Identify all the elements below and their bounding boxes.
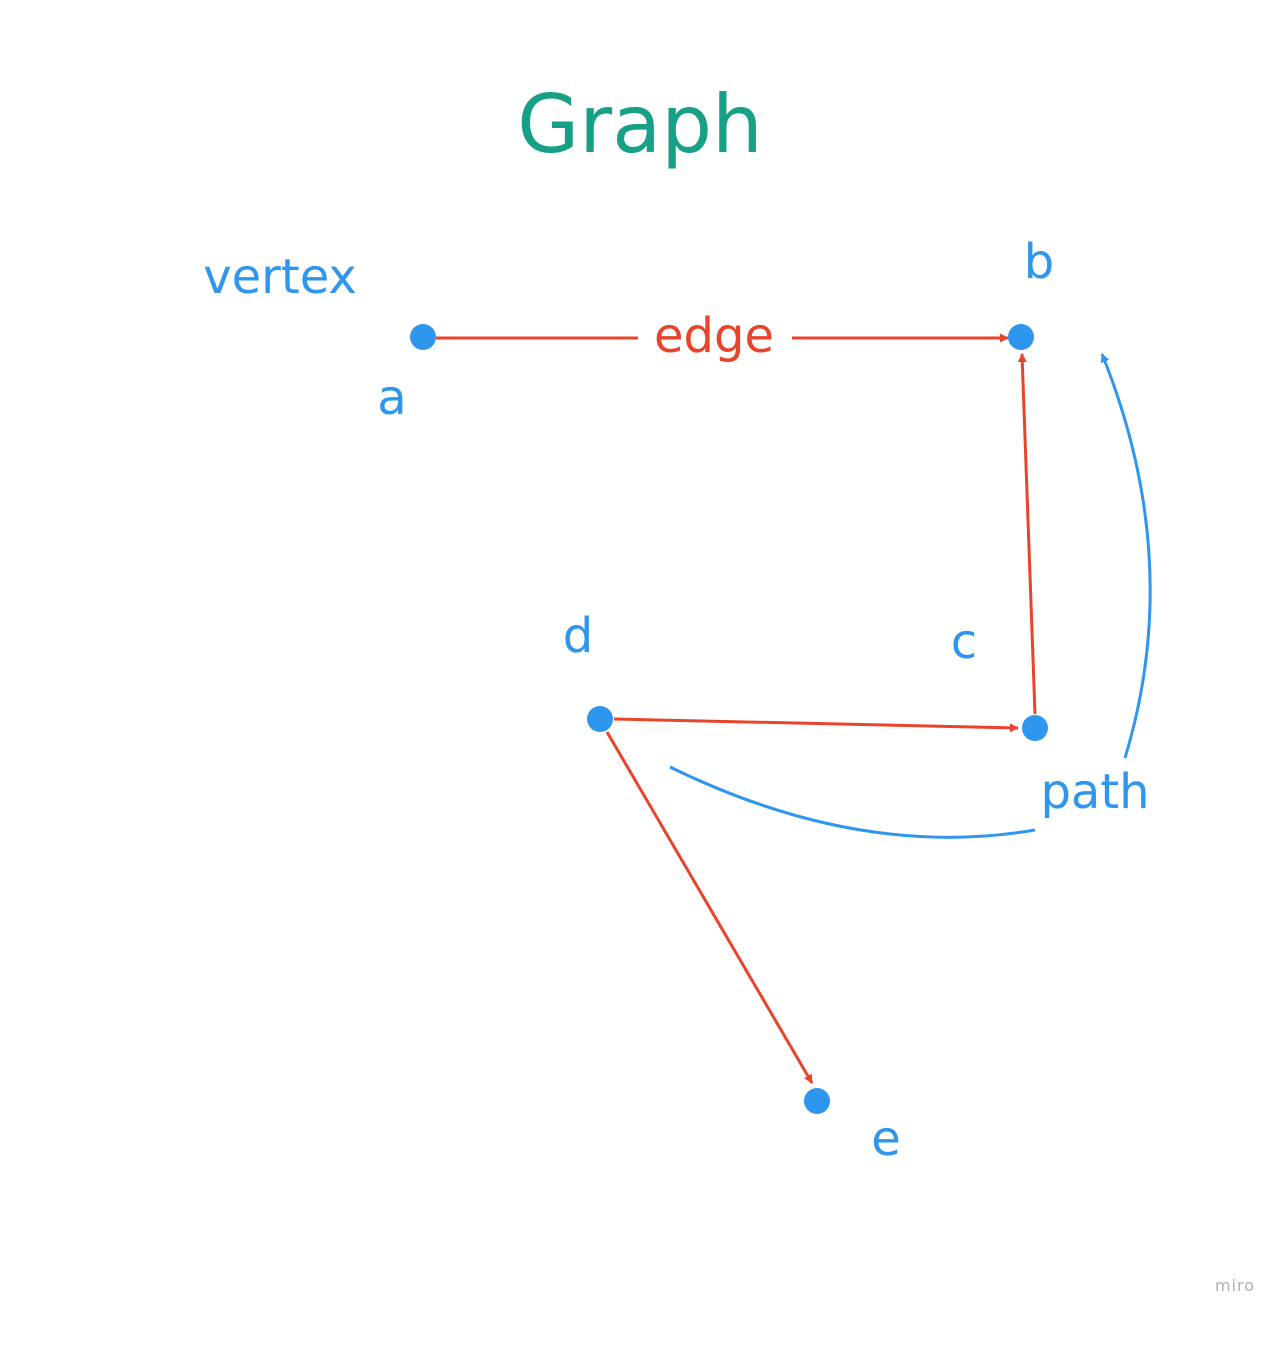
path-curve-lower <box>669 765 1036 839</box>
path-annotation: path <box>1040 764 1149 820</box>
path-curve-upper <box>1100 353 1152 759</box>
vertex-dot-b <box>1008 324 1034 350</box>
vertex-label-b: b <box>1024 234 1054 290</box>
node-d: d <box>563 608 613 732</box>
vertex-label-d: d <box>563 608 593 664</box>
node-b: b <box>1008 234 1054 350</box>
vertex-dot-a <box>410 324 436 350</box>
edge-d-e <box>605 731 814 1084</box>
path-curve <box>669 353 1152 839</box>
node-e: e <box>804 1088 901 1167</box>
edge-d-c <box>613 717 1019 733</box>
miro-watermark: miro <box>1215 1276 1255 1295</box>
vertex-label-e: e <box>871 1111 901 1167</box>
node-c: c <box>951 614 1048 741</box>
vertex-dot-d <box>587 706 613 732</box>
node-a: a <box>377 324 436 426</box>
diagram-title: Graph <box>517 78 762 171</box>
edge-c-b <box>1017 353 1037 715</box>
edge-annotation: edge <box>654 308 774 364</box>
edge-a-b: edge <box>436 308 1009 364</box>
vertex-label-a: a <box>377 370 406 426</box>
vertex-label-c: c <box>951 614 977 670</box>
vertex-dot-e <box>804 1088 830 1114</box>
vertex-dot-c <box>1022 715 1048 741</box>
vertex-annotation: vertex <box>203 249 357 305</box>
